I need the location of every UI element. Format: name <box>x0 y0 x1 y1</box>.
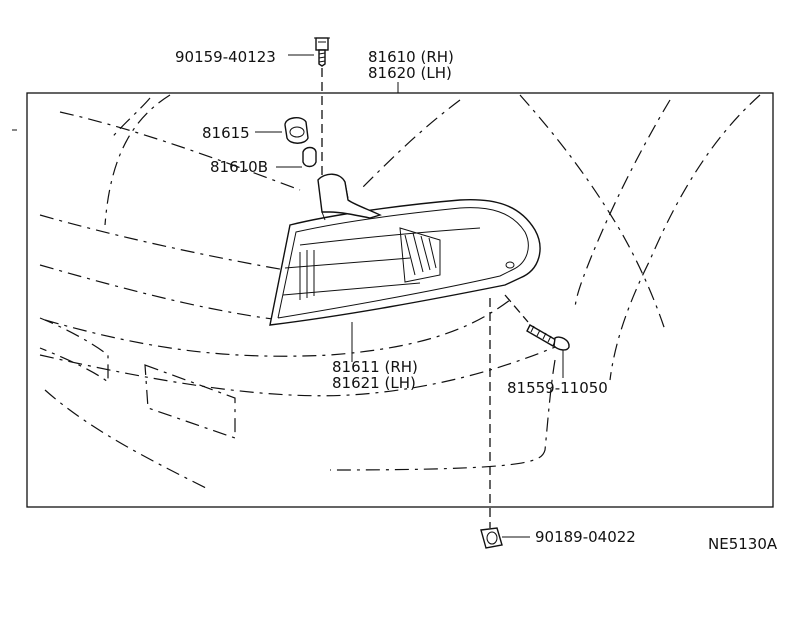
label-lamp-assy-rh: 81610 (RH) <box>368 48 454 66</box>
label-socket: 81615 <box>202 124 250 142</box>
label-screw-side: 81559-11050 <box>507 379 608 397</box>
label-bulb: 81610B <box>210 158 268 176</box>
label-nut-bottom: 90189-04022 <box>535 528 636 546</box>
corner-lamp <box>269 173 541 326</box>
label-lens-lh: 81621 (LH) <box>332 374 416 392</box>
label-lens-rh: 81611 (RH) <box>332 358 418 376</box>
socket-part <box>255 117 309 144</box>
nut-bottom <box>480 298 530 549</box>
screw-top <box>314 37 330 67</box>
label-screw-top: 90159-40123 <box>175 48 276 66</box>
bulb-part <box>276 146 317 168</box>
car-body-outline <box>39 94 761 491</box>
diagram-frame <box>26 92 774 508</box>
screw-side <box>504 294 570 378</box>
drawing-code: NE5130A <box>708 535 778 553</box>
label-lamp-assy-lh: 81620 (LH) <box>368 64 452 82</box>
